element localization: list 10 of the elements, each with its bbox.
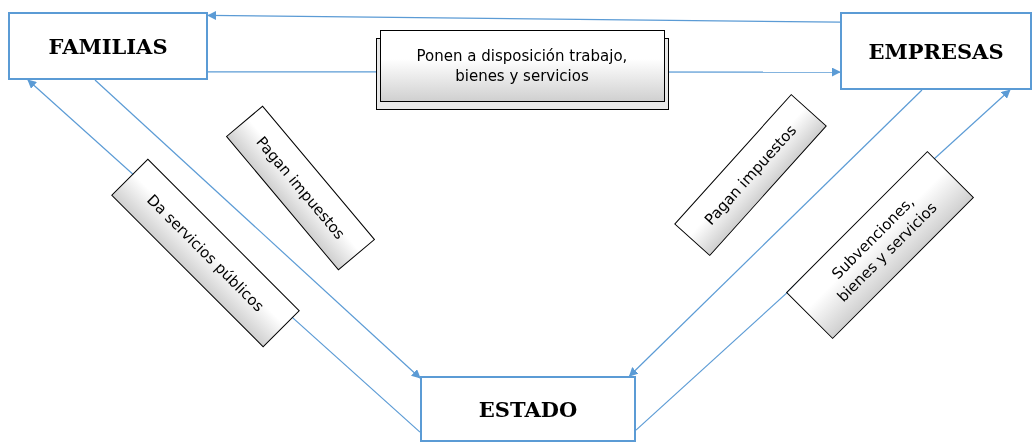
entity-box — [8, 12, 208, 80]
arrow — [628, 89, 923, 377]
entity-name: ESTADO — [478, 396, 578, 422]
edge-label: Ponen a disposición trabajo, bienes y servicios — [379, 30, 665, 102]
entity-box — [840, 12, 1032, 90]
entity-name: FAMILIAS — [48, 33, 168, 59]
entity-box — [420, 376, 636, 442]
arrow — [94, 79, 421, 379]
entity-name: EMPRESAS — [868, 38, 1004, 64]
arrow — [207, 11, 841, 23]
